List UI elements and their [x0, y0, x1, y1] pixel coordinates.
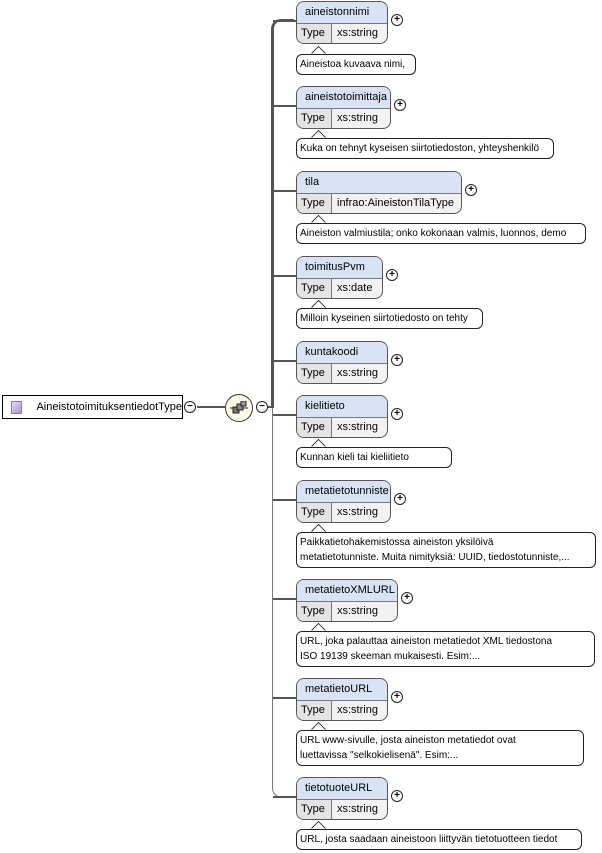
doc-line: luettavissa "selkokielisenä". Esim:...	[300, 750, 459, 761]
element-kielitieto[interactable]: kielitieto Type xs:string	[296, 395, 388, 438]
connector-line	[268, 406, 273, 408]
collapse-sequence-icon[interactable]: −	[256, 401, 268, 413]
doc-line: metatietotunniste. Muita nimityksiä: UUI…	[300, 552, 570, 563]
connector-line	[273, 598, 297, 600]
expand-icon[interactable]: +	[391, 790, 403, 802]
doc-line: Kunnan kieli tai kieliitieto	[300, 452, 409, 463]
expand-icon[interactable]: +	[391, 691, 403, 703]
doc-line: URL, josta saadaan aineistoon liittyvän …	[300, 834, 558, 845]
connector-line	[197, 406, 225, 408]
expand-icon[interactable]: +	[386, 269, 398, 281]
element-name: metatietotunniste	[297, 481, 390, 503]
type-label: Type	[297, 279, 332, 298]
element-name: aineistonnimi	[297, 2, 387, 24]
collapse-root-icon[interactable]: −	[184, 401, 196, 413]
type-label: Type	[297, 24, 332, 43]
type-label: Type	[297, 109, 332, 128]
connector-line	[273, 360, 297, 362]
doc-line: Paikkatietohakemistossa aineiston yksilö…	[300, 537, 494, 548]
element-toimitusPvm[interactable]: toimitusPvm Type xs:date	[296, 256, 383, 299]
complex-type-icon	[11, 400, 23, 414]
connector-line	[273, 499, 297, 501]
element-name: aineistotoimittaja	[297, 87, 390, 109]
element-aineistotoimittaja[interactable]: aineistotoimittaja Type xs:string	[296, 86, 391, 129]
type-value: xs:string	[337, 367, 378, 379]
type-label: Type	[297, 194, 332, 213]
trunk-line	[271, 38, 274, 408]
type-value: xs:string	[337, 112, 378, 124]
trunk-bottom	[272, 408, 293, 798]
element-kuntakoodi[interactable]: kuntakoodi Type xs:string	[296, 341, 388, 384]
type-label: Type	[297, 701, 332, 720]
documentation-aineistonnimi: Aineistoa kuvaava nimi,	[296, 54, 416, 75]
documentation-metatietotunniste: Paikkatietohakemistossa aineiston yksilö…	[296, 532, 596, 568]
element-tila[interactable]: tila Type infrao:AineistonTilaType	[296, 171, 462, 214]
sequence-compositor[interactable]	[225, 394, 253, 422]
expand-icon[interactable]: +	[394, 493, 406, 505]
documentation-tietotuoteURL: URL, josta saadaan aineistoon liittyvän …	[296, 829, 582, 850]
documentation-aineistotoimittaja: Kuka on tehnyt kyseisen siirtotiedoston,…	[296, 138, 554, 159]
element-name: toimitusPvm	[297, 257, 382, 279]
connector-line	[273, 190, 297, 192]
type-label: Type	[297, 503, 332, 522]
element-name: metatietoXMLURL	[297, 580, 397, 602]
element-tietotuoteURL[interactable]: tietotuoteURL Type xs:string	[296, 777, 388, 820]
doc-line: ISO 19139 skeeman mukaisesti. Esim:...	[300, 651, 481, 662]
sequence-icon	[230, 401, 248, 414]
expand-icon[interactable]: +	[394, 99, 406, 111]
connector-line	[273, 414, 297, 416]
type-value: xs:string	[337, 704, 378, 716]
trunk-top-corner	[271, 19, 294, 41]
doc-line: Milloin kyseinen siirtotiedosto on tehty	[300, 313, 468, 324]
expand-icon[interactable]: +	[465, 184, 477, 196]
expand-icon[interactable]: +	[391, 14, 403, 26]
expand-icon[interactable]: +	[391, 408, 403, 420]
type-label: Type	[297, 364, 332, 383]
type-value: xs:string	[337, 421, 378, 433]
doc-line: URL www-sivulle, josta aineiston metatie…	[300, 735, 516, 746]
doc-line: URL, joka palauttaa aineiston metatiedot…	[300, 636, 553, 647]
type-value: xs:string	[337, 27, 378, 39]
type-value: xs:string	[337, 803, 378, 815]
doc-line: Aineiston valmiustila; onko kokonaan val…	[300, 228, 567, 239]
documentation-toimitusPvm: Milloin kyseinen siirtotiedosto on tehty	[296, 308, 483, 329]
element-metatietoURL[interactable]: metatietoURL Type xs:string	[296, 678, 388, 721]
element-aineistonnimi[interactable]: aineistonnimi Type xs:string	[296, 1, 388, 44]
root-complex-type[interactable]: AineistotoimituksentiedotType	[2, 395, 183, 419]
type-value: xs:string	[337, 605, 378, 617]
element-name: metatietoURL	[297, 679, 387, 701]
expand-icon[interactable]: +	[401, 592, 413, 604]
type-value: xs:date	[337, 282, 373, 294]
connector-line	[273, 275, 297, 277]
expand-icon[interactable]: +	[391, 354, 403, 366]
type-value: xs:string	[337, 506, 378, 518]
connector-line	[273, 796, 297, 798]
type-label: Type	[297, 418, 332, 437]
element-name: kuntakoodi	[297, 342, 387, 364]
doc-line: Kuka on tehnyt kyseisen siirtotiedoston,…	[300, 143, 540, 154]
documentation-metatietoXMLURL: URL, joka palauttaa aineiston metatiedot…	[296, 631, 595, 667]
documentation-metatietoURL: URL www-sivulle, josta aineiston metatie…	[296, 730, 584, 766]
element-name: tila	[297, 172, 461, 194]
documentation-tila: Aineiston valmiustila; onko kokonaan val…	[296, 223, 586, 244]
connector-line	[273, 20, 297, 22]
element-metatietotunniste[interactable]: metatietotunniste Type xs:string	[296, 480, 391, 523]
element-name: kielitieto	[297, 396, 387, 418]
connector-line	[273, 105, 297, 107]
doc-line: Aineistoa kuvaava nimi,	[300, 59, 406, 70]
root-type-name: AineistotoimituksentiedotType	[36, 401, 182, 413]
type-label: Type	[297, 800, 332, 819]
documentation-kielitieto: Kunnan kieli tai kieliitieto	[296, 447, 452, 468]
element-metatietoXMLURL[interactable]: metatietoXMLURL Type xs:string	[296, 579, 398, 622]
type-label: Type	[297, 602, 332, 621]
connector-line	[273, 697, 297, 699]
type-value: infrao:AineistonTilaType	[337, 197, 454, 209]
element-name: tietotuoteURL	[297, 778, 387, 800]
